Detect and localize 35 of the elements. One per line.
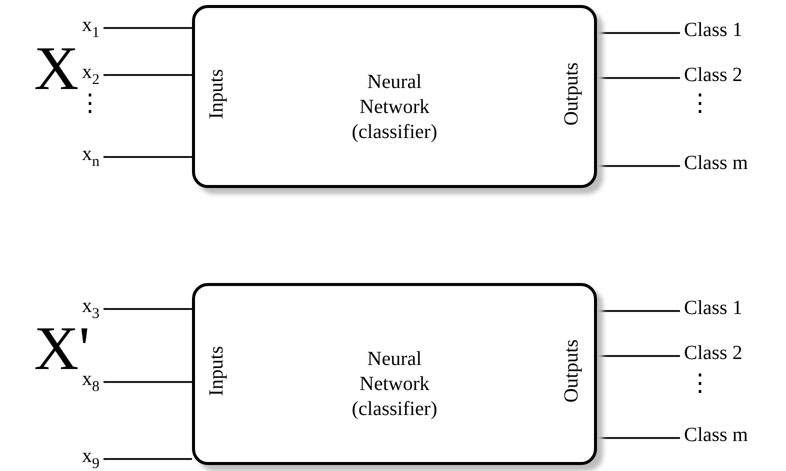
connector-line	[597, 32, 680, 34]
connector-line	[104, 156, 192, 158]
ellipsis-dots: ⋮	[688, 92, 712, 116]
ellipsis-dots: ⋮	[688, 372, 712, 396]
box-title: Neural Network (classifier)	[350, 70, 438, 144]
output-label: Class m	[684, 152, 748, 174]
side-label: Outputs	[560, 62, 584, 126]
side-label: Inputs	[204, 346, 228, 396]
connector-line	[597, 77, 680, 79]
connector-line	[597, 165, 680, 167]
side-label: Inputs	[204, 68, 228, 118]
connector-line	[597, 437, 680, 439]
input-label: x$_{n}$	[82, 143, 100, 165]
side-label: Outputs	[560, 339, 584, 403]
connector-line	[597, 355, 680, 357]
input-label: x$_{1}$	[82, 14, 100, 36]
process-box	[192, 283, 597, 465]
box-title: Neural Network (classifier)	[350, 347, 438, 422]
connector-line	[597, 310, 680, 312]
output-label: Class 1	[684, 297, 742, 319]
process-box	[192, 5, 597, 188]
output-label: Class 2	[684, 64, 742, 86]
input-label: x$_{3}$	[82, 295, 100, 317]
input-label: x$_{9}$	[82, 445, 100, 467]
input-label: x$_{2}$	[82, 61, 100, 83]
connector-line	[104, 308, 192, 310]
connector-line	[104, 74, 192, 76]
output-label: Class 1	[684, 19, 742, 41]
set-symbol: X	[34, 38, 79, 100]
connector-line	[104, 381, 192, 383]
ellipsis-dots: ⋮	[78, 92, 102, 116]
output-label: Class 2	[684, 342, 742, 364]
output-label: Class m	[684, 424, 748, 446]
connector-line	[104, 458, 192, 460]
connector-line	[104, 27, 192, 29]
